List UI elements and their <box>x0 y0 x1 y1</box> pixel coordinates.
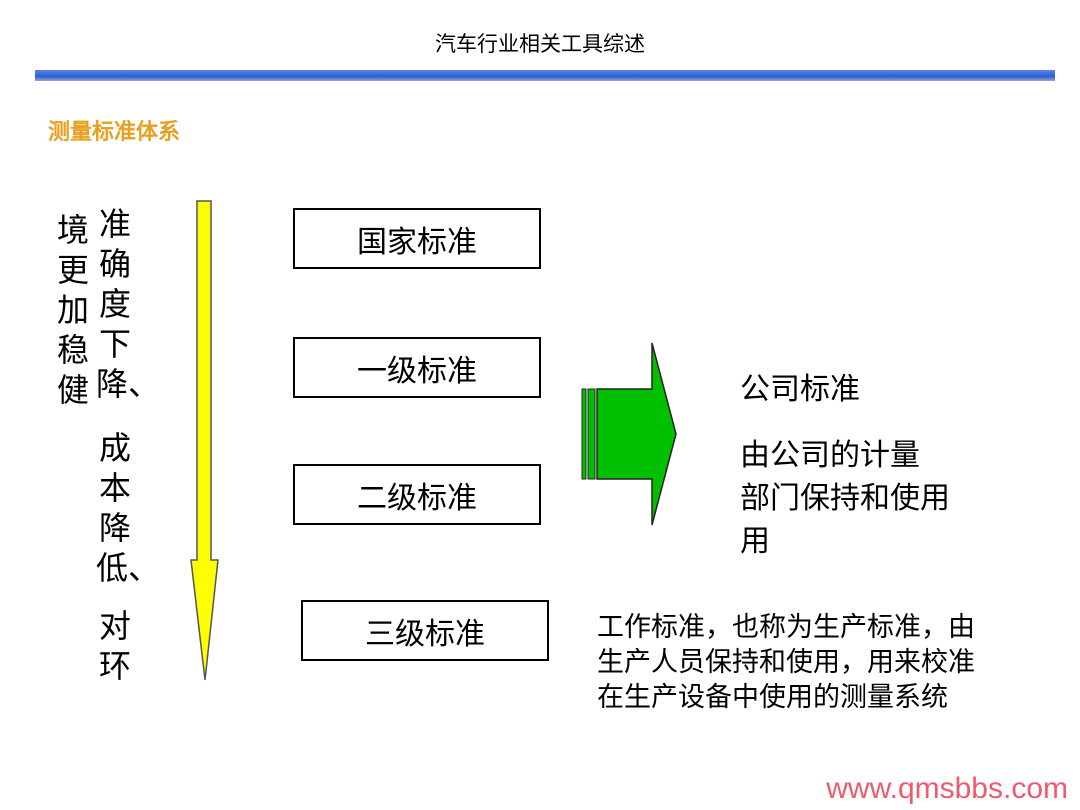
company-desc-line: 部门保持和使用 <box>740 481 950 516</box>
work-standard-line: 工作标准，也称为生产标准，由 <box>597 612 975 643</box>
page-title: 汽车行业相关工具综述 <box>435 32 645 56</box>
vertical-text-env-b: 境更加稳健 <box>56 211 89 409</box>
company-standard-title: 公司标准 <box>740 372 860 407</box>
work-standard-line: 在生产设备中使用的测量系统 <box>597 682 948 713</box>
yellow-down-arrow <box>190 200 219 681</box>
work-standard-line: 生产人员保持和使用，用来校准 <box>597 647 975 678</box>
header-divider-bar <box>35 70 1055 81</box>
company-desc-line: 用 <box>740 524 770 559</box>
level-box-second: 二级标准 <box>293 464 541 525</box>
level-box-first: 一级标准 <box>293 337 541 398</box>
watermark: www.qmsbbs.com <box>826 772 1068 805</box>
green-right-arrow <box>581 342 677 526</box>
section-title: 测量标准体系 <box>48 120 181 145</box>
level-box-national: 国家标准 <box>293 208 541 269</box>
company-desc-line: 由公司的计量 <box>740 438 920 473</box>
vertical-text-accuracy: 准确度下降、 <box>96 205 161 403</box>
vertical-text-env-a: 对环 <box>98 607 131 685</box>
level-box-third: 三级标准 <box>301 600 549 661</box>
